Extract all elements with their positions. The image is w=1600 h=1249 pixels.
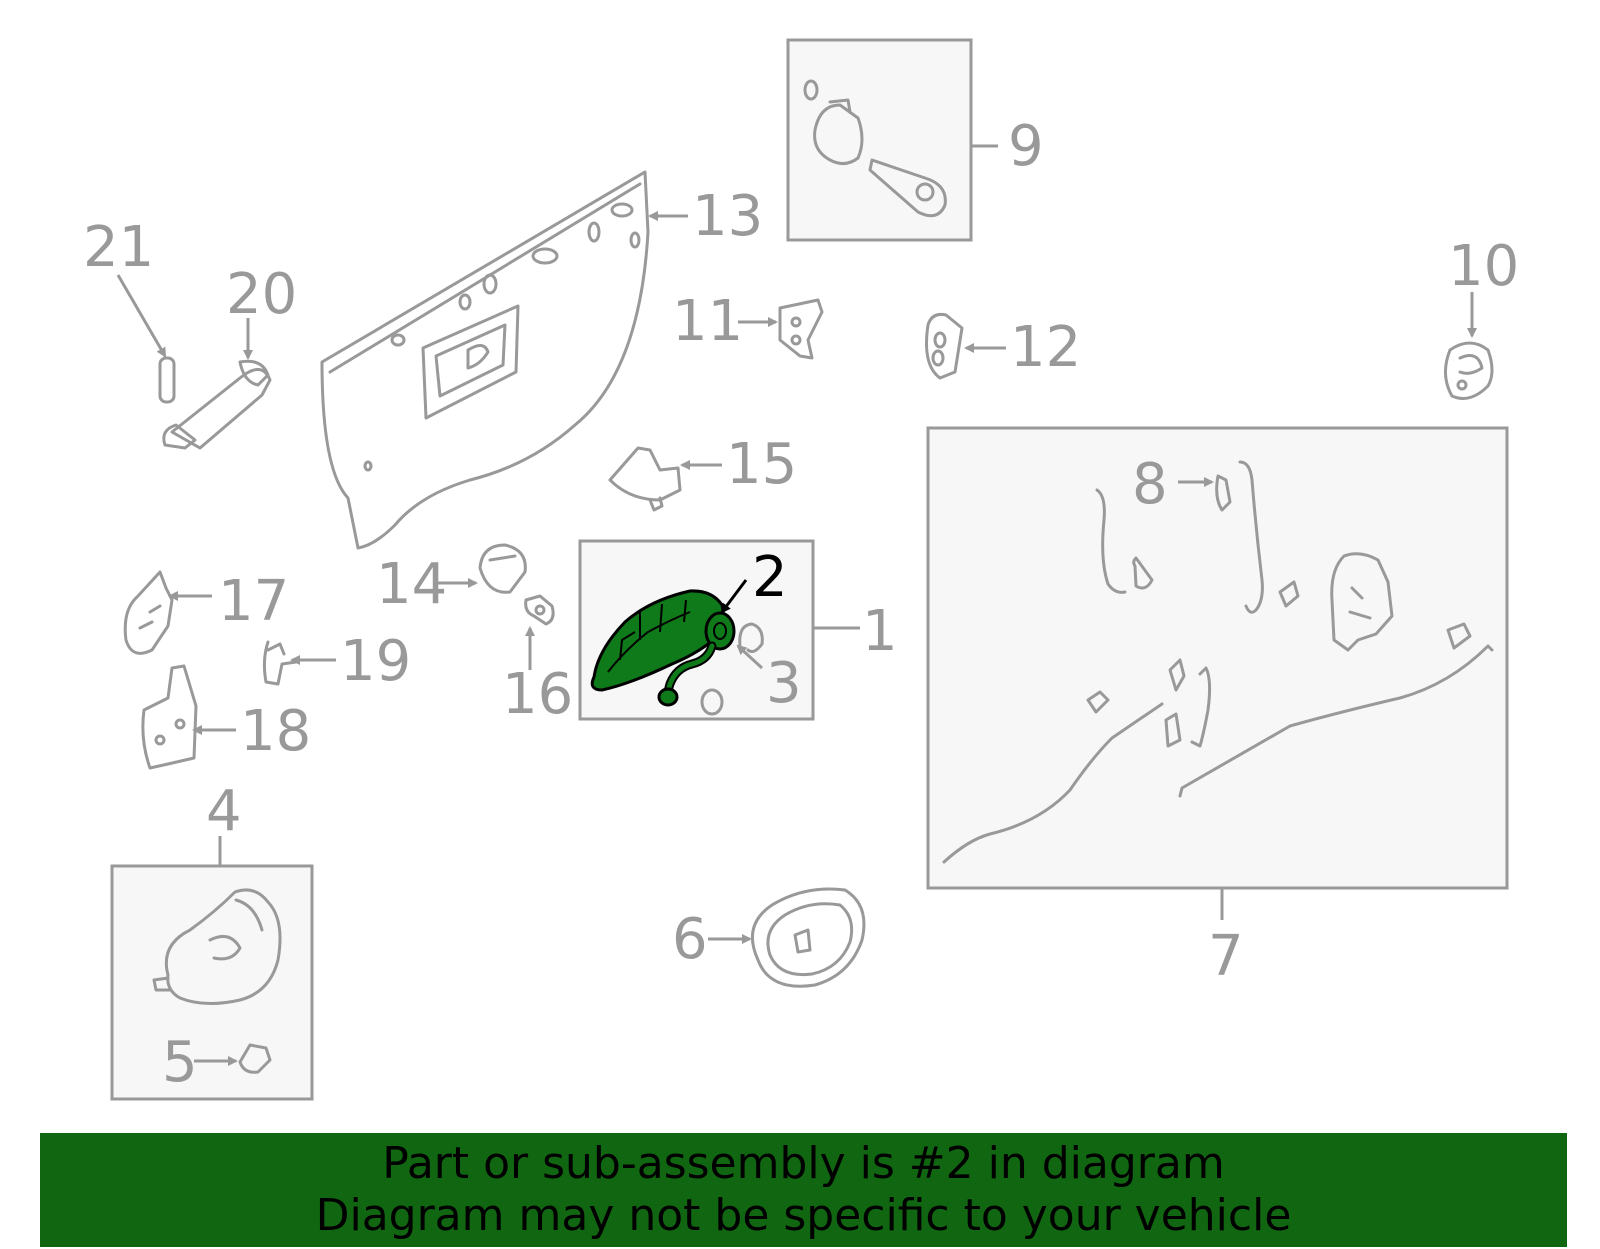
part-13-door-inner-panel[interactable] — [320, 170, 650, 550]
callout-10: 10 — [1448, 234, 1519, 299]
callout-13: 13 — [692, 184, 763, 249]
part-14-grommet[interactable] — [478, 543, 527, 594]
callout-21: 21 — [83, 215, 154, 280]
callout-18: 18 — [240, 699, 311, 764]
banner-line-2: Diagram may not be specific to your vehi… — [315, 1190, 1292, 1241]
callout-9: 9 — [1008, 114, 1044, 179]
callout-3: 3 — [766, 651, 802, 716]
callout-1: 1 — [862, 599, 898, 664]
part-21-pin[interactable] — [158, 356, 176, 404]
callout-16: 16 — [502, 662, 573, 727]
callout-5: 5 — [162, 1030, 198, 1095]
part-6-inside-handle[interactable] — [750, 887, 866, 988]
callout-4: 4 — [206, 779, 242, 844]
part-15-clip[interactable] — [608, 446, 682, 512]
part-9-key-cylinder-box[interactable] — [786, 38, 998, 242]
callout-20: 20 — [226, 262, 297, 327]
part-11-striker[interactable] — [778, 298, 824, 360]
part-10-lock-bracket[interactable] — [1444, 341, 1494, 400]
banner-line-1: Part or sub-assembly is #2 in diagram — [382, 1138, 1225, 1189]
part-2-handle-highlighted[interactable] — [590, 589, 736, 707]
part-17-hinge[interactable] — [123, 570, 174, 655]
part-12-bumper[interactable] — [925, 313, 964, 380]
info-banner: Part or sub-assembly is #2 in diagram Di… — [40, 1133, 1567, 1247]
part-16-push-clip[interactable] — [524, 594, 555, 626]
part-3-gasket[interactable] — [700, 622, 764, 716]
part-19-spring[interactable] — [262, 640, 298, 686]
part-20-door-check[interactable] — [162, 359, 272, 450]
callout-17: 17 — [218, 569, 289, 634]
callout-11: 11 — [672, 289, 743, 354]
callout-14: 14 — [376, 552, 447, 617]
callout-2: 2 — [752, 545, 788, 610]
part-7-lock-assembly-box[interactable] — [926, 426, 1509, 890]
parts-diagram: 9 13 21 20 11 — [83, 38, 1519, 1101]
callout-12: 12 — [1010, 315, 1081, 380]
callout-19: 19 — [340, 629, 411, 694]
callout-8: 8 — [1132, 452, 1168, 517]
part-18-hinge[interactable] — [141, 664, 198, 770]
callout-6: 6 — [672, 907, 708, 972]
callout-15: 15 — [726, 432, 797, 497]
callout-7: 7 — [1208, 924, 1244, 989]
